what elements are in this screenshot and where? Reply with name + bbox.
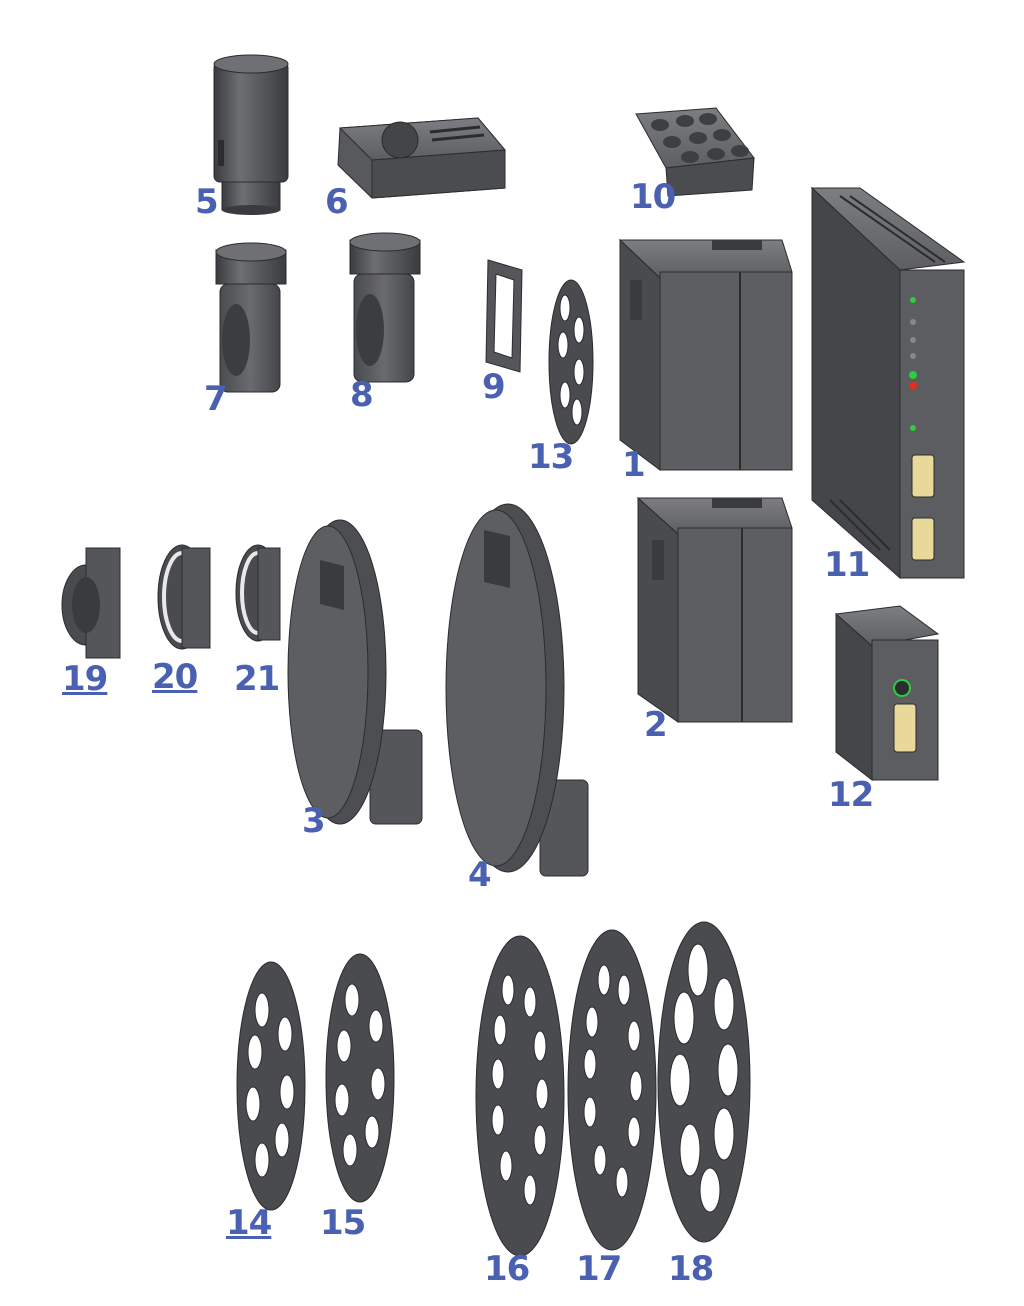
label-16: 16	[484, 1249, 530, 1289]
filter-wheel-disc-icon	[567, 929, 657, 1251]
label-7: 7	[204, 379, 228, 419]
label-19: 19	[62, 659, 108, 699]
filter-wheel-housing-icon	[445, 503, 589, 877]
label-20: 20	[152, 657, 198, 697]
control-unit-icon	[810, 186, 966, 580]
label-14: 14	[226, 1203, 272, 1243]
guide-camera-icon	[213, 54, 289, 215]
filter-wheel-disc-icon	[236, 961, 306, 1211]
label-13: 13	[528, 437, 574, 477]
off-axis-guider-icon	[215, 242, 287, 393]
off-axis-guider-icon	[349, 232, 421, 383]
camera-body-icon	[636, 496, 793, 723]
filter-wheel-disc-icon	[475, 935, 565, 1257]
filter-wheel-disc-icon	[657, 921, 751, 1243]
adapter-ring-icon	[235, 544, 281, 642]
filter-wheel-disc-icon	[325, 953, 395, 1203]
label-18: 18	[668, 1249, 714, 1289]
adapter-ring-icon	[157, 544, 211, 650]
label-9: 9	[482, 367, 506, 407]
label-8: 8	[350, 375, 374, 415]
filter-frame-icon	[485, 259, 523, 373]
filter-wheel-housing-icon	[287, 519, 423, 825]
label-5: 5	[195, 182, 219, 222]
filter-wheel-disc-icon	[548, 279, 594, 445]
label-15: 15	[320, 1203, 366, 1243]
label-10: 10	[630, 177, 676, 217]
label-1: 1	[622, 445, 646, 485]
label-6: 6	[325, 182, 349, 222]
small-control-unit-icon	[834, 605, 940, 782]
label-3: 3	[302, 801, 326, 841]
adapter-ring-icon	[61, 547, 121, 659]
filter-holder-icon	[635, 107, 755, 197]
label-21: 21	[234, 659, 280, 699]
camera-body-icon	[618, 238, 793, 471]
label-4: 4	[468, 855, 492, 895]
cooling-fan-module-icon	[337, 117, 507, 199]
label-17: 17	[576, 1249, 622, 1289]
label-12: 12	[828, 775, 874, 815]
label-2: 2	[644, 705, 668, 745]
label-11: 11	[824, 545, 870, 585]
